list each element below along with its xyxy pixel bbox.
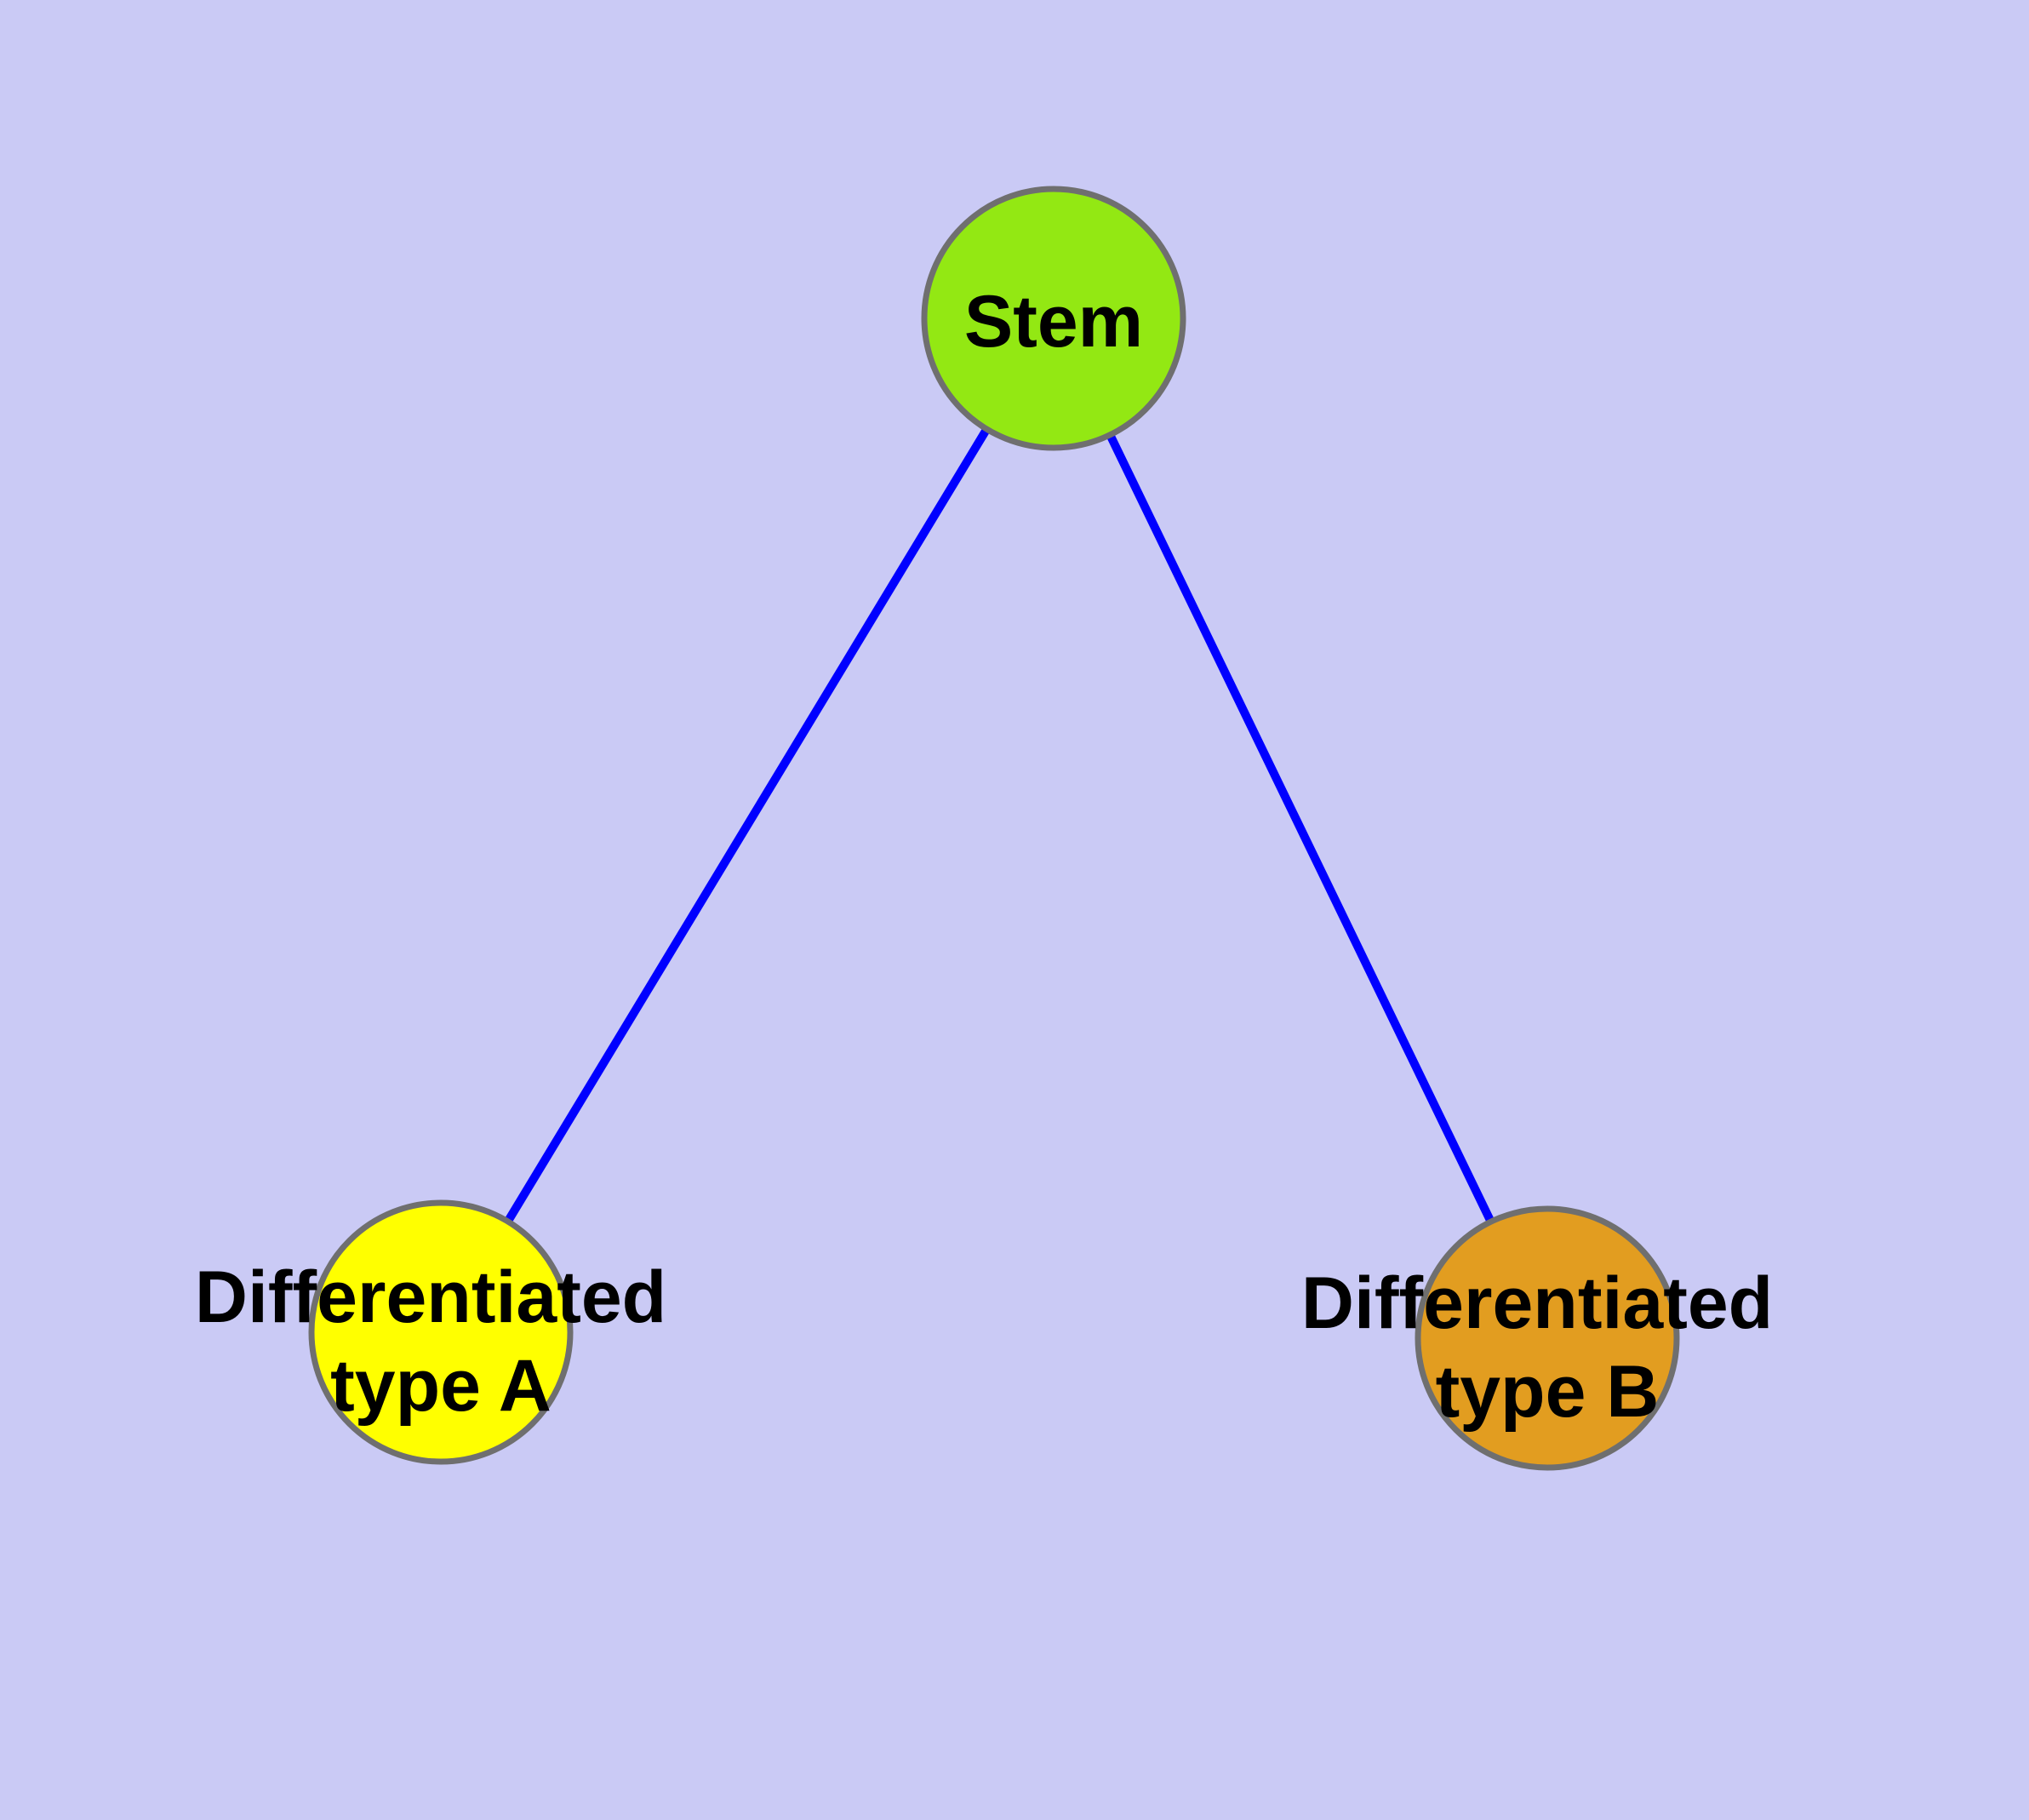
- node-type-b-label-line1: Differentiated: [1301, 1262, 1773, 1344]
- node-type-a-circle: [308, 1199, 574, 1465]
- node-type-b-circle: [1415, 1205, 1680, 1471]
- node-stem-circle: [921, 186, 1186, 451]
- node-type-a-label-line2: type A: [330, 1345, 552, 1427]
- node-type-b-label-line2: type B: [1436, 1351, 1660, 1433]
- node-stem-label: Stem: [964, 281, 1143, 363]
- edge-stem-to-type-b: [1049, 316, 1552, 1341]
- node-type-a-label-line1: Differentiated: [195, 1256, 666, 1338]
- node-type-a-label: Differentiated type A: [195, 1256, 687, 1427]
- node-type-b-label: Differentiated type B: [1301, 1262, 1793, 1433]
- edge-stem-to-type-a: [437, 316, 1058, 1335]
